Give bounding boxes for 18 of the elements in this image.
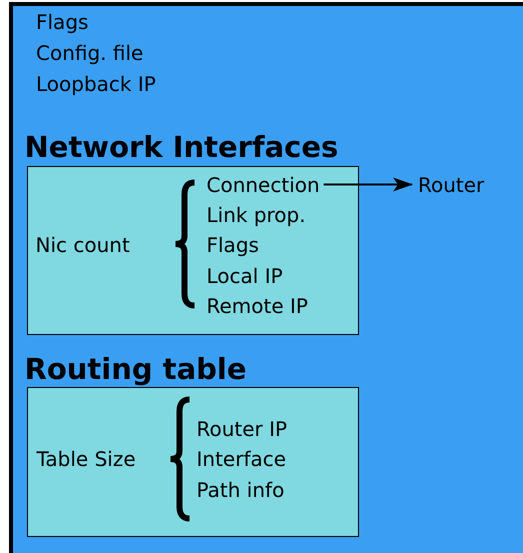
field-label: Router IP (196, 416, 288, 440)
outer-panel (9, 2, 523, 553)
field-label: Local IP (206, 264, 283, 288)
section-heading: Routing table (24, 352, 247, 384)
field-label: Table Size (36, 446, 136, 470)
router-label: Router (418, 173, 484, 197)
field-label: Flags (206, 232, 259, 256)
field-label: Interface (196, 446, 286, 470)
field-label: Remote IP (206, 294, 308, 318)
field-label: Nic count (36, 232, 130, 256)
connection-label: Connection (206, 172, 320, 196)
field-label: Path info (196, 478, 284, 502)
field-label: Loopback IP (36, 72, 156, 96)
section-heading: Network Interfaces (24, 130, 338, 162)
arrow (324, 178, 413, 192)
field-label: Flags (36, 10, 88, 34)
field-label: Config. file (36, 41, 144, 65)
field-label: Link prop. (206, 202, 306, 226)
